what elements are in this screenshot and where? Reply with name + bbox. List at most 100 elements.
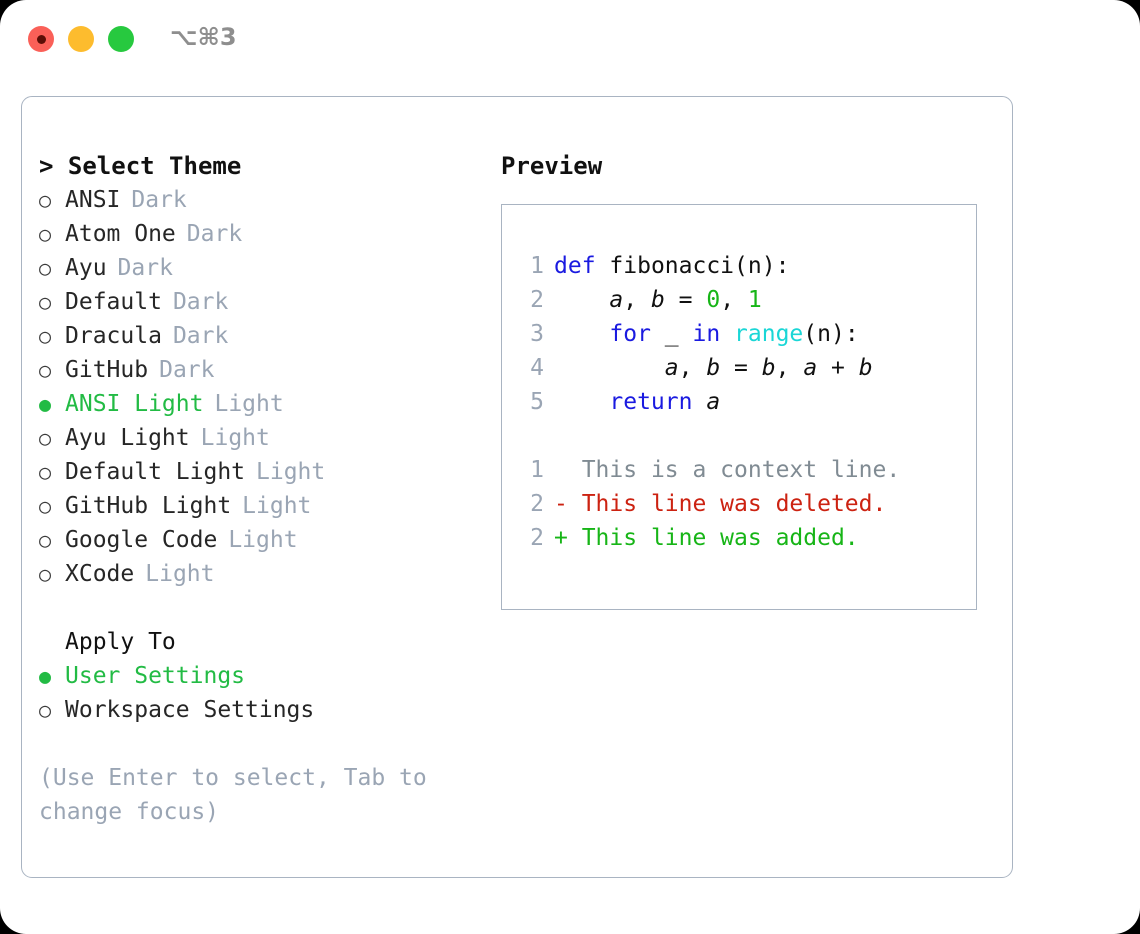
diff-marker: - [554, 491, 568, 517]
zoom-button-icon[interactable] [108, 26, 134, 52]
diff-marker [554, 453, 568, 487]
code-line-number: 1 [530, 253, 544, 279]
code-token: + [817, 355, 859, 381]
radio-unselected-icon[interactable]: ○ [39, 562, 52, 586]
diff-marker: + [554, 525, 568, 551]
code-token: , [775, 355, 804, 381]
theme-kind-badge: Dark [117, 255, 173, 281]
code-token [554, 389, 609, 415]
code-diff-separator [514, 419, 900, 453]
radio-unselected-icon[interactable]: ○ [39, 698, 52, 722]
diff-line: 2- This line was deleted. [514, 487, 900, 521]
code-line: 3 for _ in range(n): [514, 317, 900, 351]
diff-line-number: 2 [530, 491, 544, 517]
diff-line-text: This is a context line. [567, 457, 901, 483]
radio-unselected-icon[interactable]: ○ [39, 222, 52, 246]
radio-unselected-icon[interactable]: ○ [39, 324, 52, 348]
code-token: _ [650, 321, 693, 347]
diff-line: 1 This is a context line. [514, 453, 900, 487]
code-token [720, 321, 734, 347]
code-token: b [706, 355, 721, 381]
apply-to-label: Workspace Settings [65, 697, 315, 723]
theme-name: Dracula [65, 323, 162, 349]
code-token: b [858, 355, 873, 381]
code-line: 2 a, b = 0, 1 [514, 283, 900, 317]
code-line-text: a, b = 0, 1 [554, 283, 761, 317]
code-token: a [664, 355, 679, 381]
code-token [554, 321, 609, 347]
theme-name: Google Code [65, 527, 218, 553]
theme-name: Ayu Light [65, 425, 190, 451]
code-line: 5 return a [514, 385, 900, 419]
radio-unselected-icon[interactable]: ○ [39, 528, 52, 552]
theme-kind-badge: Light [214, 391, 284, 417]
code-line-number: 3 [530, 321, 544, 347]
close-button-icon[interactable] [28, 26, 54, 52]
code-token: b [761, 355, 776, 381]
theme-list-item[interactable]: ○ Dracula Dark [39, 319, 509, 353]
theme-kind-badge: Light [200, 425, 270, 451]
code-token: for [609, 321, 651, 347]
minimize-button-icon[interactable] [68, 26, 94, 52]
radio-unselected-icon[interactable]: ○ [39, 494, 52, 518]
code-token: def [554, 253, 596, 279]
preview-heading: Preview [501, 152, 603, 180]
theme-kind-badge: Dark [172, 323, 229, 349]
theme-list-item[interactable]: ● ANSI Light Light [39, 387, 509, 421]
keyboard-hint-text: (Use Enter to select, Tab to change focu… [39, 765, 441, 825]
code-token: , [623, 287, 651, 313]
code-token [554, 287, 609, 313]
radio-unselected-icon[interactable]: ○ [39, 290, 52, 314]
code-line-text: for _ in range(n): [554, 317, 858, 351]
theme-list-item[interactable]: ○ Ayu Light Light [39, 421, 509, 455]
theme-kind-badge: Light [256, 459, 326, 485]
theme-kind-badge: Dark [186, 221, 243, 247]
theme-kind-badge: Dark [131, 187, 187, 213]
radio-unselected-icon[interactable]: ○ [39, 256, 52, 280]
code-token: (n): [734, 253, 790, 279]
code-token: a [706, 389, 721, 415]
radio-unselected-icon[interactable]: ○ [39, 460, 52, 484]
apply-to-option[interactable]: ○ Workspace Settings [39, 693, 509, 727]
apply-to-option[interactable]: ● User Settings [39, 659, 509, 693]
radio-unselected-icon[interactable]: ○ [39, 188, 52, 212]
theme-kind-badge: Light [145, 561, 215, 587]
select-theme-heading: > Select Theme [39, 152, 242, 180]
theme-name: Default Light [65, 459, 246, 485]
radio-unselected-icon[interactable]: ○ [39, 426, 52, 450]
radio-unselected-icon[interactable]: ○ [39, 358, 52, 382]
window-controls [28, 26, 134, 52]
radio-selected-icon[interactable]: ● [39, 664, 52, 688]
diff-line-text: This line was deleted. [567, 491, 887, 517]
theme-list-item[interactable]: ○ Default Light Light [39, 455, 509, 489]
code-token [554, 355, 665, 381]
diff-line-text: This line was added. [567, 525, 859, 551]
code-token: = [720, 355, 762, 381]
apply-to-options[interactable]: ● User Settings ○ Workspace Settings [39, 659, 509, 727]
theme-kind-badge: Dark [159, 357, 215, 383]
code-token: a [609, 287, 624, 313]
apply-to-heading: Apply To [65, 629, 176, 655]
radio-selected-icon[interactable]: ● [39, 392, 52, 416]
diff-lines: 1 This is a context line.2- This line wa… [514, 453, 900, 555]
apply-to-label: User Settings [65, 663, 246, 689]
code-token: return [609, 389, 693, 415]
diff-line-number: 2 [530, 525, 544, 551]
code-token: , [720, 287, 748, 313]
theme-name: GitHub Light [65, 493, 232, 519]
theme-name: ANSI Light [65, 391, 204, 417]
